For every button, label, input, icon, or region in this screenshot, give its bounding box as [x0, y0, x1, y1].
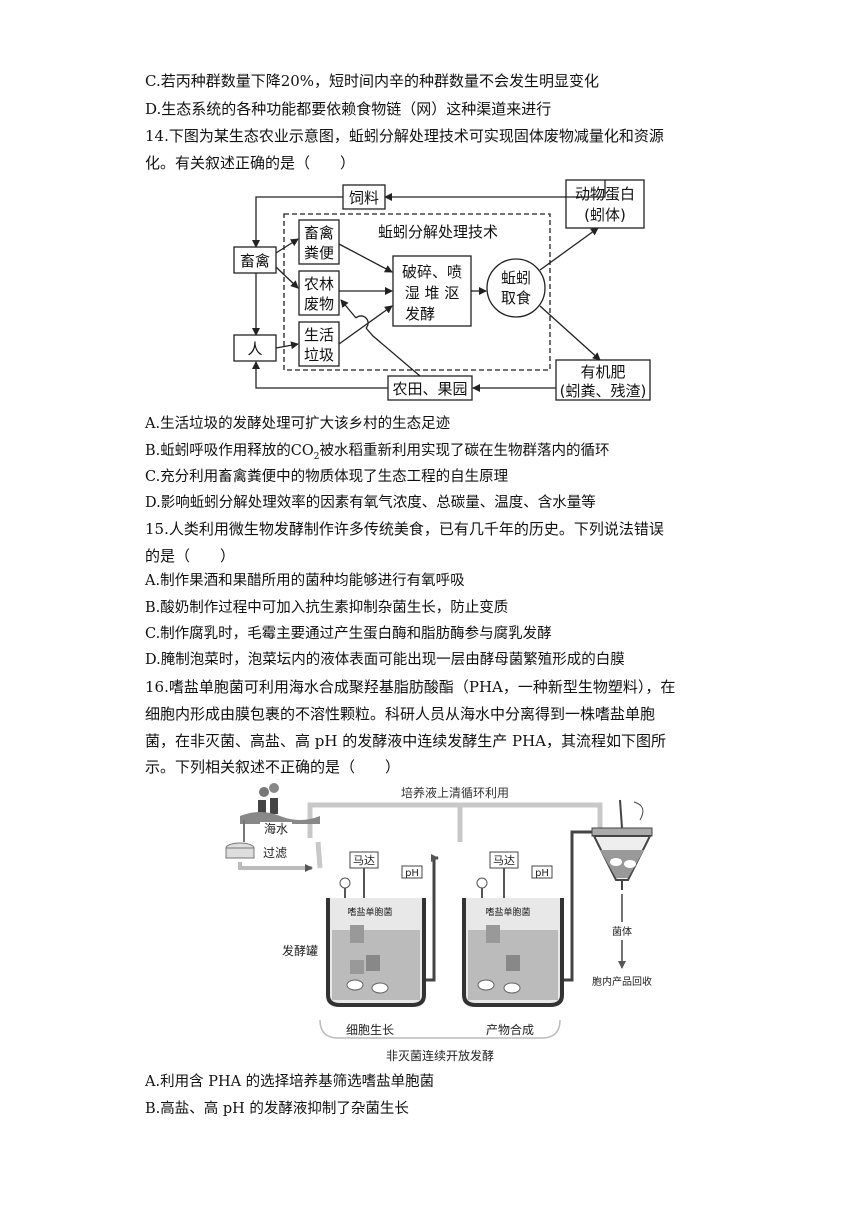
earthworm-label-1: 蚯蚓: [501, 269, 531, 287]
option-d-q15: D.腌制泡菜时，泡菜坛内的液体表面可能出现一层由酵母菌繁殖形成的白膜: [145, 652, 625, 668]
option-a-q14: A.生活垃圾的发酵处理可扩大该乡村的生态足迹: [145, 416, 451, 432]
option-b-q16: B.高盐、高 pH 的发酵液抑制了杂菌生长: [145, 1101, 409, 1117]
manure-label-2: 粪便: [304, 244, 334, 262]
tank-label-2: 嗜盐单胞菌: [485, 906, 530, 918]
open-fermentation-label: 非灭菌连续开放发酵: [386, 1048, 494, 1063]
filter-label: 过滤: [263, 846, 287, 860]
manure-label-1: 畜禽: [304, 224, 334, 242]
factory-icon: [240, 783, 320, 842]
question-15-line1: 15.人类利用微生物发酵制作许多传统美食，已有几千年的历史。下列说法错误: [145, 520, 664, 538]
product-synthesis-label: 产物合成: [486, 1022, 534, 1037]
question-16-line3: 菌，在非灭菌、高盐、高 pH 的发酵液中连续发酵生产 PHA，其流程如下图所: [145, 732, 666, 750]
option-b-q14: B.蚯蚓呼吸作用释放的CO2被水稻重新利用实现了碳在生物群落内的循环: [145, 443, 610, 462]
farmland-label: 农田、果园: [392, 380, 467, 398]
option-a-q15: A.制作果酒和果醋所用的菌种均能够进行有氧呼吸: [145, 573, 465, 589]
ph-label-2: pH: [535, 868, 549, 879]
option-c-q15: C.制作腐乳时，毛霉主要通过产生蛋白酶和脂肪酶参与腐乳发酵: [145, 626, 552, 642]
cell-mass-label: 菌体: [612, 926, 632, 938]
option-c-q13: C.若丙种群数量下降20%，短时间内辛的种群数量不会发生明显变化: [145, 72, 600, 90]
process-label-2: 湿 堆 沤: [405, 284, 460, 302]
fermenter-tank-2: [462, 851, 564, 1007]
animal-protein-label: 动物蛋白: [575, 185, 635, 203]
question-15-line2: 的是（ ）: [145, 547, 236, 565]
earthworm-body-label: (蚓体): [584, 206, 626, 224]
motor-label-2: 马达: [493, 854, 515, 867]
question-14-line2: 化。有关叙述正确的是（ ）: [145, 154, 356, 172]
earthworm-label-2: 取食: [501, 289, 531, 307]
product-recovery-label: 胞内产品回收: [592, 975, 652, 988]
siliao-label: 饲料: [349, 189, 379, 207]
option-c-q14: C.充分利用畜禽粪便中的物质体现了生态工程的自生原理: [145, 469, 509, 485]
fertilizer-label-2: (蚓粪、残渣): [560, 382, 647, 400]
option-b-q15: B.酸奶制作过程中可加入抗生素抑制杂菌生长，防止变质: [145, 600, 509, 616]
forest-waste-label-2: 废物: [304, 295, 334, 313]
motor-label-1: 马达: [353, 854, 375, 867]
separator-icon: [591, 799, 653, 890]
option-a-q16: A.利用含 PHA 的选择培养基筛选嗜盐单胞菌: [145, 1074, 435, 1090]
question-16-line1: 16.嗜盐单胞菌可利用海水合成聚羟基脂肪酸酯（PHA，一种新型生物塑料），在: [145, 678, 676, 696]
human-label: 人: [247, 340, 262, 358]
garbage-label-1: 生活: [304, 326, 334, 344]
technique-title: 蚯蚓分解处理技术: [378, 223, 498, 241]
question-14-line1: 14.下图为某生态农业示意图，蚯蚓分解处理技术可实现固体废物减量化和资源: [145, 127, 664, 145]
fermenter-label: 发酵罐: [282, 943, 318, 958]
seawater-label: 海水: [264, 821, 288, 836]
fermenter-tank-1: [326, 851, 426, 1007]
fermentation-flow-diagram: 培养液上清循环利用 海水 过滤 马达 pH 嗜盐单胞菌 发酵罐: [225, 783, 653, 1063]
cell-growth-label: 细胞生长: [346, 1023, 394, 1037]
tank-label-1: 嗜盐单胞菌: [347, 906, 392, 918]
fertilizer-label-1: 有机肥: [580, 363, 625, 381]
garbage-label-2: 垃圾: [304, 346, 334, 364]
option-d-q14: D.影响蚯蚓分解处理效率的因素有氧气浓度、总碳量、温度、含水量等: [145, 495, 596, 511]
forest-waste-label-1: 农林: [304, 275, 334, 293]
recycle-label: 培养液上清循环利用: [401, 785, 509, 800]
livestock-label: 畜禽: [240, 252, 270, 270]
ph-label-1: pH: [405, 868, 419, 879]
process-label-1: 破碎、喷: [402, 263, 462, 281]
question-16-line4: 示。下列相关叙述不正确的是（ ）: [145, 758, 401, 776]
process-label-3: 发酵: [405, 305, 435, 323]
question-16-line2: 细胞内形成由膜包裹的不溶性颗粒。科研人员从海水中分离得到一株嗜盐单胞: [145, 705, 656, 723]
eco-agriculture-diagram: 饲料 动物蛋白 (蚓体) 蚯蚓分解处理技术 畜禽 畜禽 粪便 农林 废物 生活 …: [233, 179, 651, 401]
option-d-q13: D.生态系统的各种功能都要依赖食物链（网）这种渠道来进行: [145, 100, 552, 118]
